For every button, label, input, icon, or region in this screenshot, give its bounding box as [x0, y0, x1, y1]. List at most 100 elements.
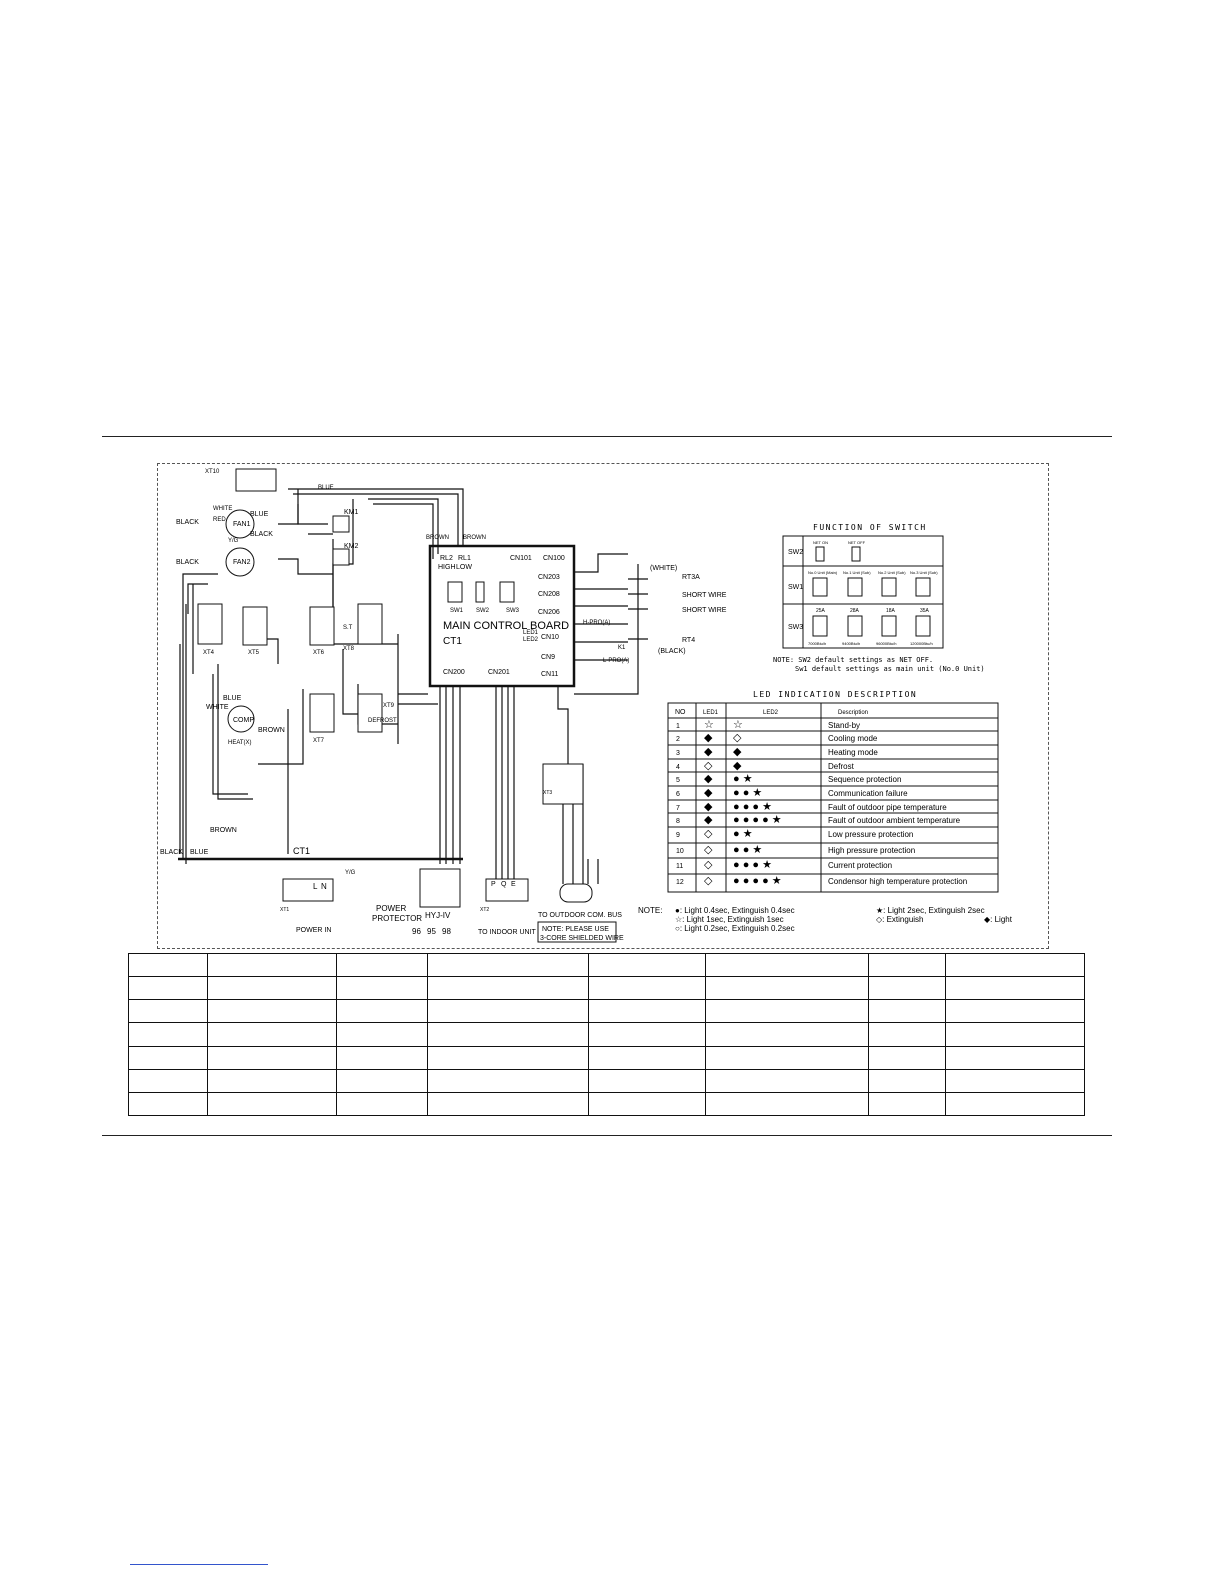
short-wire-1: SHORT WIRE — [682, 592, 727, 599]
led-row-desc: Fault of outdoor ambient temperature — [828, 816, 961, 825]
blank-grid-cell — [705, 976, 869, 1001]
led-note-label: NOTE: — [638, 906, 662, 915]
power-in-label: POWER IN — [296, 927, 331, 934]
led-row-desc: Fault of outdoor pipe temperature — [828, 803, 947, 812]
rt3a-label: RT3A — [682, 574, 700, 581]
bottom-rule — [102, 1135, 1112, 1136]
led-row-desc: Low pressure protection — [828, 830, 913, 839]
switch-table-labels: SW2 SW1 SW3 NET ON NET OFF No.0 Unit (Ma… — [773, 540, 985, 673]
led-row-no: 2 — [676, 736, 680, 743]
sw2-row-label: SW2 — [788, 549, 803, 556]
led-row-no: 4 — [676, 764, 680, 771]
switch-note-2: Sw1 default settings as main unit (No.0 … — [795, 665, 985, 673]
led-row-led2: ● ● ★ — [733, 844, 762, 856]
xt3-block — [542, 763, 584, 805]
sw1-opt-3: No.3 Unit (Sub) — [910, 570, 938, 575]
note-shield-box — [537, 921, 617, 943]
terminal-e: E — [511, 881, 516, 888]
cn101-label: CN101 — [510, 555, 532, 562]
terminal-blocks — [282, 763, 617, 943]
km2-label: KM2 — [344, 543, 359, 550]
wire-joints — [197, 468, 383, 733]
wire-red-1: RED — [213, 517, 226, 523]
wire-black-2: BLACK — [176, 559, 199, 566]
p95-label: 95 — [427, 927, 436, 936]
cn100-label: CN100 — [543, 555, 565, 562]
sw3-sub-2: 96000Btu/h — [876, 641, 896, 646]
led-table-grid — [667, 702, 999, 893]
sw3-label: SW3 — [506, 608, 520, 614]
sw2-opt-1: NET OFF — [848, 540, 866, 545]
blank-grid-cell — [588, 1068, 706, 1093]
cn200-label: CN200 — [443, 669, 465, 676]
wire-yg-bottom: Y/G — [345, 870, 356, 876]
fan1-icon — [225, 509, 255, 539]
blank-grid-cell — [128, 999, 208, 1024]
xt10-joint — [235, 468, 277, 492]
blank-grid-row — [128, 1045, 1085, 1070]
xt9-label: XT9 — [383, 703, 395, 709]
sw3-sub-3: 120000Btu/h — [910, 641, 933, 646]
led-row-no: 10 — [676, 848, 684, 855]
xt5-joint — [242, 606, 268, 646]
blank-grid-cell — [868, 1091, 946, 1117]
hyj-label: HYJ-IV — [425, 911, 451, 920]
blank-grid-table — [128, 952, 1085, 1117]
comp-icon — [227, 705, 255, 733]
led-row-no: 3 — [676, 750, 680, 757]
led-head-no: NO — [675, 709, 686, 716]
led-notes: NOTE: ●: Light 0.4sec, Extinguish 0.4sec… — [638, 906, 1013, 933]
led-row-desc: Sequence protection — [828, 775, 901, 784]
wire-black-1: BLACK — [176, 519, 199, 526]
led-row-desc: Defrost — [828, 762, 855, 771]
led-row-no: 5 — [676, 777, 680, 784]
led1-label: LED1 — [523, 630, 539, 636]
led-row-led2: ● ★ — [733, 828, 753, 840]
blank-grid-cell — [427, 1045, 589, 1070]
sw1-opt-1: No.1 Unit (Sub) — [843, 570, 871, 575]
ct1-label: CT1 — [443, 636, 462, 647]
blank-grid-cell — [128, 976, 208, 1001]
terminal-l: L — [313, 882, 318, 891]
white-label: (WHITE) — [650, 565, 677, 572]
lpro-label: L-PRO(A) — [603, 658, 629, 664]
sw3-opt-3: 35A — [920, 608, 930, 614]
led-row-led1: ◆ — [704, 814, 713, 826]
led-row-desc: Stand-by — [828, 721, 860, 730]
wires — [178, 488, 648, 884]
led-row-led2: ◇ — [733, 732, 742, 744]
cn201-label: CN201 — [488, 669, 510, 676]
led-note-1b: ★: Light 2sec, Extinguish 2sec — [876, 906, 985, 915]
led-row-no: 9 — [676, 832, 680, 839]
blank-grid-cell — [207, 952, 337, 978]
xt8-label: XT8 — [343, 646, 355, 652]
p96-label: 96 — [412, 927, 421, 936]
blank-grid-cell — [427, 1068, 589, 1093]
rt4-label: RT4 — [682, 637, 695, 644]
led-row-desc: Condensor high temperature protection — [828, 877, 967, 886]
blank-grid-cell — [336, 999, 428, 1024]
blank-grid-cell — [207, 1022, 337, 1047]
shield-coil — [559, 883, 593, 903]
blank-grid-cell — [207, 999, 337, 1024]
cn10-label: CN10 — [541, 634, 559, 641]
led-table-title: LED INDICATION DESCRIPTION — [753, 690, 917, 699]
led-row-no: 8 — [676, 818, 680, 825]
blank-grid-cell — [427, 952, 589, 978]
xt1-label: XT1 — [280, 907, 289, 913]
to-outdoor-label: TO OUTDOOR COM. BUS — [538, 912, 622, 919]
led-head-desc: Description — [838, 710, 868, 716]
dip-switch-icons — [447, 546, 931, 637]
blank-grid-cell — [207, 976, 337, 1001]
led-note-2: ☆: Light 1sec, Extinguish 1sec — [675, 915, 784, 924]
blank-grid-cell — [427, 1091, 589, 1117]
wire-brown-bottom: BROWN — [210, 827, 237, 834]
wire-brown-top2: BROWN — [463, 535, 486, 541]
rl1-label: RL1 — [458, 555, 471, 562]
blank-grid-cell — [705, 999, 869, 1024]
wire-black-bottom: BLACK — [160, 849, 183, 856]
wire-white-comp: WHITE — [206, 704, 229, 711]
blank-grid-cell — [705, 1045, 869, 1070]
led-row-desc: Heating mode — [828, 748, 878, 757]
footer-link-underline[interactable] — [130, 1564, 268, 1565]
